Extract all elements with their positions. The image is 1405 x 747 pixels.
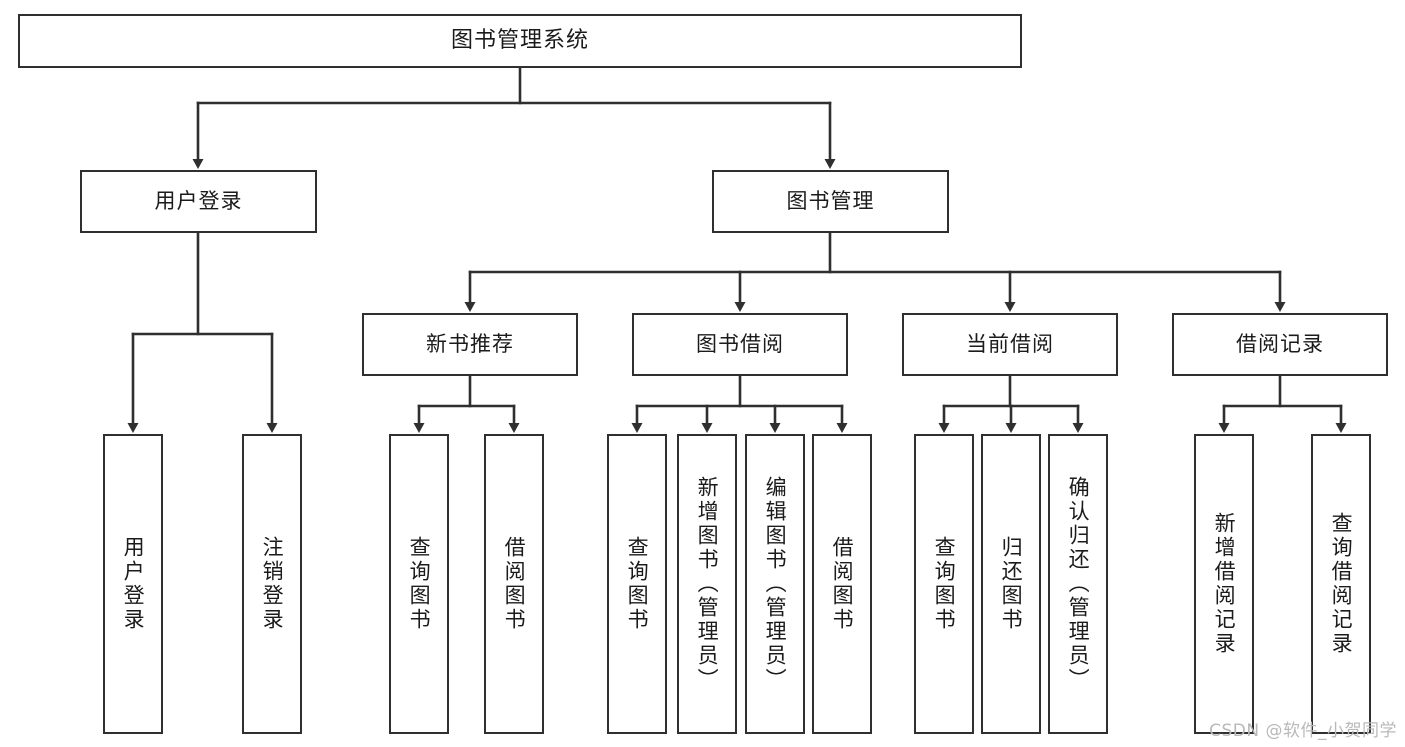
leaf-current-borrow-query[interactable]: 查询图书 xyxy=(914,434,974,734)
node-label: 编辑图书（管理员） xyxy=(763,476,788,692)
node-label: 查询借阅记录 xyxy=(1329,512,1354,656)
leaf-borrow-record-add[interactable]: 新增借阅记录 xyxy=(1194,434,1254,734)
leaf-book-borrow-add[interactable]: 新增图书（管理员） xyxy=(677,434,737,734)
leaf-current-borrow-confirm-return[interactable]: 确认归还（管理员） xyxy=(1048,434,1108,734)
node-label: 图书借阅 xyxy=(696,332,784,357)
node-label: 查询图书 xyxy=(625,536,650,632)
node-label: 借阅图书 xyxy=(830,536,855,632)
csdn-watermark: CSDN @软件_小贺同学 xyxy=(1209,721,1397,741)
node-label: 借阅记录 xyxy=(1236,332,1324,357)
node-label: 查询图书 xyxy=(407,536,432,632)
node-label: 注销登录 xyxy=(260,536,285,632)
leaf-current-borrow-return[interactable]: 归还图书 xyxy=(981,434,1041,734)
node-label: 用户登录 xyxy=(154,189,243,214)
leaf-book-borrow-borrow[interactable]: 借阅图书 xyxy=(812,434,872,734)
node-label: 归还图书 xyxy=(999,536,1024,632)
node-label: 新增借阅记录 xyxy=(1212,512,1237,656)
node-borrow-record[interactable]: 借阅记录 xyxy=(1172,313,1388,376)
node-label: 查询图书 xyxy=(932,536,957,632)
leaf-borrow-record-query[interactable]: 查询借阅记录 xyxy=(1311,434,1371,734)
node-new-book-recommend[interactable]: 新书推荐 xyxy=(362,313,578,376)
leaf-new-book-borrow[interactable]: 借阅图书 xyxy=(484,434,544,734)
leaf-new-book-query[interactable]: 查询图书 xyxy=(389,434,449,734)
node-label: 图书管理 xyxy=(786,189,875,214)
node-label: 新增图书（管理员） xyxy=(695,476,720,692)
node-current-borrow[interactable]: 当前借阅 xyxy=(902,313,1118,376)
leaf-book-borrow-edit[interactable]: 编辑图书（管理员） xyxy=(745,434,805,734)
leaf-user-login-login[interactable]: 用户登录 xyxy=(103,434,163,734)
leaf-user-login-logout[interactable]: 注销登录 xyxy=(242,434,302,734)
node-label: 当前借阅 xyxy=(966,332,1054,357)
node-book-borrow[interactable]: 图书借阅 xyxy=(632,313,848,376)
leaf-book-borrow-query[interactable]: 查询图书 xyxy=(607,434,667,734)
node-root-book-management-system[interactable]: 图书管理系统 xyxy=(18,14,1022,68)
node-book-management[interactable]: 图书管理 xyxy=(712,170,949,233)
node-label: 确认归还（管理员） xyxy=(1066,476,1091,692)
node-label: 用户登录 xyxy=(121,536,146,632)
node-label: 借阅图书 xyxy=(502,536,527,632)
node-label: 新书推荐 xyxy=(426,332,514,357)
node-label: 图书管理系统 xyxy=(450,28,589,54)
node-user-login[interactable]: 用户登录 xyxy=(80,170,317,233)
